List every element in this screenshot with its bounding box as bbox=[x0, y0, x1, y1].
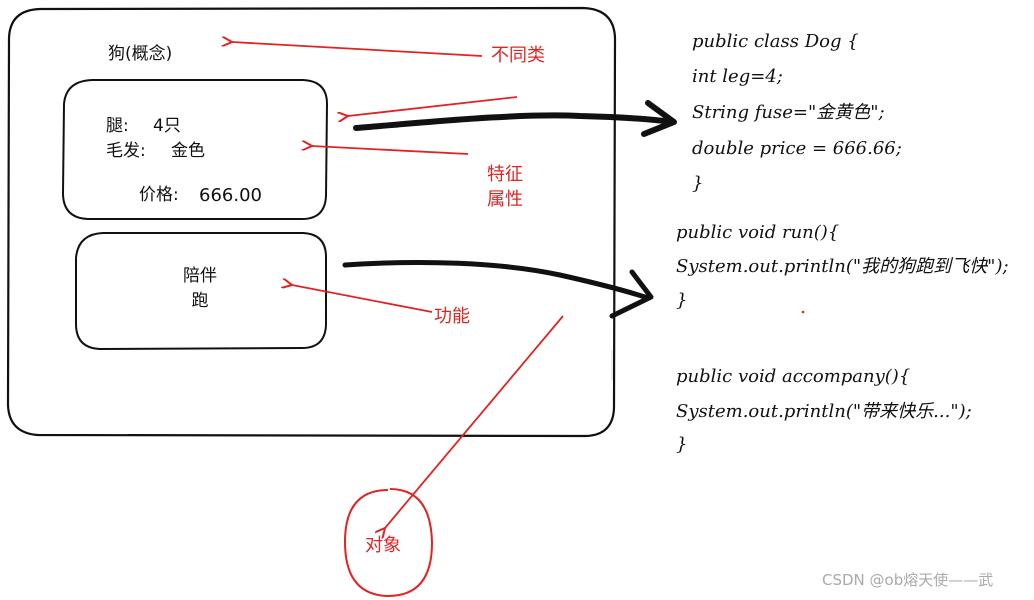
fur-value: 金色 bbox=[171, 141, 205, 161]
code-class-line-2: int leg=4; bbox=[692, 66, 783, 87]
fur-label: 毛发: bbox=[106, 141, 146, 161]
code-class-line-1: public class Dog { bbox=[692, 31, 859, 52]
attributes-box bbox=[61, 79, 329, 220]
code-run-line-1: public void run(){ bbox=[676, 222, 840, 243]
price-label: 价格: bbox=[139, 185, 179, 205]
red-dot bbox=[801, 310, 805, 314]
code-run-line-2: System.out.println("我的狗跑到飞快"); bbox=[676, 256, 1009, 277]
function-note: 功能 bbox=[434, 306, 470, 327]
object-note: 对象 bbox=[365, 535, 401, 556]
code-accompany-line-1: public void accompany(){ bbox=[676, 366, 911, 387]
code-accompany-line-3: } bbox=[676, 434, 688, 455]
function-run: 跑 bbox=[191, 291, 209, 311]
class-note-arrow bbox=[232, 42, 483, 57]
functions-box bbox=[75, 232, 327, 351]
functions-to-run-arrow bbox=[342, 259, 651, 301]
concept-outer-box bbox=[6, 6, 617, 438]
price-value: 666.00 bbox=[199, 185, 262, 206]
class-note: 不同类 bbox=[491, 45, 545, 66]
feature-note-line2: 属性 bbox=[487, 189, 523, 210]
concept-title: 狗(概念) bbox=[108, 44, 173, 64]
attributes-to-class-arrowhead bbox=[641, 100, 677, 137]
leg-value: 4只 bbox=[153, 116, 181, 136]
object-arrow bbox=[385, 315, 564, 528]
code-run-line-3: } bbox=[676, 290, 688, 311]
functions-to-run-arrowhead bbox=[609, 269, 654, 319]
attributes-to-class-arrow bbox=[353, 112, 675, 131]
object-circle bbox=[343, 488, 434, 598]
function-note-arrow bbox=[292, 285, 433, 313]
leg-label: 腿: bbox=[106, 116, 129, 136]
code-class-line-4: double price = 666.66; bbox=[692, 138, 902, 159]
attribute-arrow-upper bbox=[348, 96, 518, 116]
code-class-line-3: String fuse="金黄色"; bbox=[692, 102, 885, 123]
watermark: CSDN @ob熔天使——武 bbox=[822, 571, 994, 589]
feature-note-line1: 特征 bbox=[487, 164, 523, 185]
code-accompany-line-2: System.out.println("带来快乐..."); bbox=[676, 401, 972, 422]
function-accompany: 陪伴 bbox=[183, 266, 217, 286]
code-class-line-5: } bbox=[692, 173, 704, 194]
attribute-arrow-lower bbox=[312, 146, 469, 155]
